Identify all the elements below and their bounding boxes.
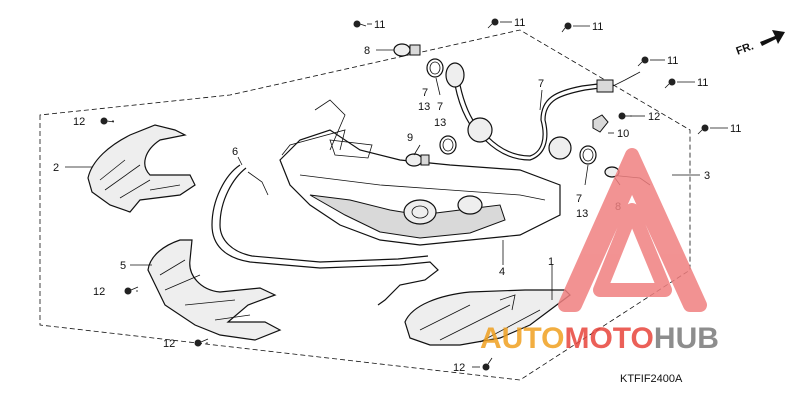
callout-2: 2 bbox=[53, 162, 59, 174]
wiring-harness bbox=[445, 62, 641, 161]
automotohub-watermark: AUTOMOTOHUB bbox=[480, 148, 719, 355]
callout-8: 8 bbox=[364, 45, 370, 57]
callout-12: 12 bbox=[453, 362, 465, 374]
callout-13: 13 bbox=[576, 208, 588, 220]
clip-10 bbox=[592, 114, 609, 133]
bulb-socket bbox=[467, 117, 493, 143]
bolt-11-b bbox=[487, 18, 499, 29]
callout-7: 7 bbox=[576, 193, 582, 205]
diagram-code: KTFIF2400A bbox=[620, 373, 683, 385]
watermark-text: AUTOMOTOHUB bbox=[480, 322, 719, 355]
bolt-11-d bbox=[637, 56, 649, 67]
bolt-11-c bbox=[561, 22, 572, 33]
callout-12: 12 bbox=[648, 111, 660, 123]
bolt-12-e bbox=[482, 357, 493, 371]
bolt-11-e bbox=[664, 78, 676, 89]
o-ring-13-right bbox=[579, 145, 597, 165]
callout-11: 11 bbox=[514, 17, 525, 29]
headlight-housing bbox=[279, 99, 561, 246]
callout-7: 7 bbox=[437, 101, 443, 113]
bolt-12-a bbox=[100, 117, 115, 125]
callout-11: 11 bbox=[592, 21, 603, 33]
bulb-9 bbox=[405, 153, 430, 167]
callout-11: 11 bbox=[374, 19, 385, 31]
o-ring-13-mid bbox=[439, 135, 457, 155]
callout-10: 10 bbox=[617, 128, 629, 140]
callout-12: 12 bbox=[163, 338, 175, 350]
front-direction-indicator: FR. bbox=[735, 30, 785, 58]
o-ring-13-top bbox=[426, 58, 444, 78]
callout-13: 13 bbox=[434, 117, 446, 129]
seal-strip bbox=[211, 164, 439, 306]
callout-7: 7 bbox=[538, 78, 544, 90]
bolt-12-b bbox=[124, 286, 139, 295]
callout-9: 9 bbox=[407, 132, 413, 144]
bolt-11-a bbox=[353, 20, 367, 28]
bolt-12-d bbox=[618, 112, 632, 120]
bulb-socket bbox=[548, 136, 572, 160]
callout-13: 13 bbox=[418, 101, 430, 113]
leader-lines bbox=[65, 21, 728, 368]
callout-labels: 11 11 11 11 11 11 12 12 12 12 12 2 5 6 3… bbox=[53, 17, 741, 374]
watermark-auto: AUTO bbox=[480, 322, 564, 355]
callout-1: 1 bbox=[548, 256, 554, 268]
callout-12: 12 bbox=[73, 116, 85, 128]
callout-3: 3 bbox=[704, 170, 710, 182]
bolt-11-f bbox=[697, 124, 709, 135]
watermark-triangle-icon bbox=[558, 148, 707, 312]
callout-4: 4 bbox=[499, 266, 505, 278]
assembly-boundary bbox=[39, 29, 691, 381]
callout-11: 11 bbox=[667, 55, 678, 67]
bulb-8-top bbox=[393, 43, 421, 57]
bulb-socket bbox=[445, 62, 465, 88]
connector bbox=[596, 79, 614, 93]
callout-11: 11 bbox=[697, 77, 708, 89]
lower-right-lens bbox=[404, 289, 571, 346]
callout-12: 12 bbox=[93, 286, 105, 298]
lower-left-lens bbox=[147, 239, 282, 341]
callout-7: 7 bbox=[422, 87, 428, 99]
bolt-12-c bbox=[194, 338, 209, 347]
watermark-moto: MOTO bbox=[564, 322, 653, 355]
callout-5: 5 bbox=[120, 260, 126, 272]
direction-label: FR. bbox=[735, 40, 756, 57]
front-arrow-icon bbox=[760, 30, 785, 46]
callout-6: 6 bbox=[232, 146, 238, 158]
callout-11: 11 bbox=[730, 123, 741, 135]
bolts bbox=[100, 18, 709, 371]
upper-left-lens bbox=[87, 124, 196, 213]
watermark-hub: HUB bbox=[654, 322, 719, 355]
